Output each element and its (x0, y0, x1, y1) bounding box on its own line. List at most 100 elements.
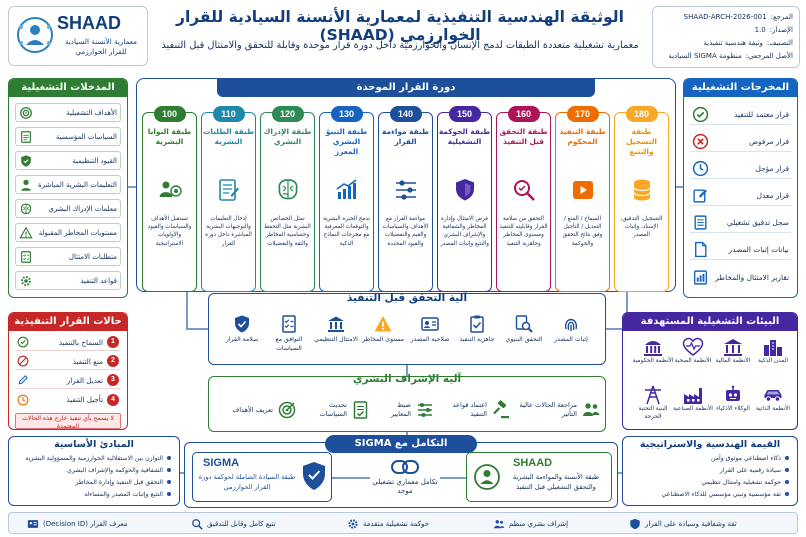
output-item: قرار معدل (690, 186, 791, 206)
sigma-integration-title: التكامل مع SIGMA (325, 435, 477, 453)
layer-description: إدخال التعليمات والتوجيهات البشرية المبا… (205, 216, 252, 247)
play-icon (572, 181, 593, 199)
robot-icon (726, 385, 740, 401)
input-item-label: التعليمات البشرية المباشرة (38, 180, 117, 189)
form-icon (218, 179, 239, 201)
layer-card: 100 طبقة النوايا البشرية تستقبل الأهداف … (142, 106, 197, 292)
meta-ref-label: المرجع: (770, 13, 793, 21)
layer-name: طبقة التحقق قبل التنفيذ (499, 127, 548, 146)
pre-execution-panel: آلية التحقق قبل التنفيذ سلامة القرار الت… (208, 292, 606, 365)
state-item-label: تأجيل التنفيذ (66, 395, 103, 404)
meta-origin-value: منظومة SIGMA السيادية (668, 52, 742, 60)
brand-tagline: معمارية الأنسنة السيادية للقرار الخوارزم… (64, 37, 138, 56)
input-item-label: قواعد التنفيذ (80, 276, 117, 285)
verification-item-label: إثبات المصدر (554, 336, 588, 343)
sigma-name: SIGMA (203, 457, 240, 469)
environment-item: الوكلاء الأذكياء (713, 385, 753, 431)
people-icon (493, 520, 505, 529)
shaad-logo-icon (17, 17, 53, 53)
gear-icon (348, 519, 358, 529)
layer-number: 160 (507, 106, 540, 122)
shield-icon (455, 179, 474, 201)
output-item-label: سجل تدقيق تشغيلي (726, 218, 789, 227)
state-number: 3 (107, 374, 119, 386)
environment-label: الأنظمة الذاتية (755, 406, 791, 412)
principle-item: الشفافية والحوكمة والإشراف البشري (15, 466, 171, 476)
verification-item-label: سلامة القرار (225, 336, 259, 343)
footer-bar: معرف القرار (Decision ID) تتبع كامل وقاب… (8, 512, 798, 534)
footer-item-label: معرف القرار (Decision ID) (43, 520, 128, 528)
state-item: تأجيل التنفيذ 4 (15, 391, 121, 408)
layer-card: 140 طبقة مواءمة القرار مواءمة القرار مع … (378, 106, 433, 292)
heartbeat-icon (682, 337, 704, 356)
layer-description: تستقبل الأهداف والسياسات والقيود والأولو… (147, 216, 192, 247)
x-circle-icon (692, 133, 709, 150)
meta-origin-label: الأصل المرجعي: (745, 52, 793, 60)
input-item-label: مستويات المخاطر المقبولة (38, 228, 117, 237)
principles-panel: المبادئ الأساسية التوازن بين الاستقلالية… (8, 436, 180, 506)
brand-logo-box: SHAAD معمارية الأنسنة السيادية للقرار ال… (8, 6, 148, 66)
output-item-label: قرار معتمد للتنفيذ (734, 110, 789, 119)
footer-item-label: تتبع كامل وقابل للتدقيق (207, 520, 276, 528)
page-subtitle: معمارية تشغيلية متعددة الطبقات لدمج الإن… (161, 40, 639, 51)
input-item: السياسات المؤسسية (15, 127, 121, 146)
person-icon (21, 179, 31, 191)
ban-icon (17, 355, 29, 367)
brain-icon (20, 203, 32, 214)
layer-card: 120 طبقة الإدراك البشري تمثل الخصائص الب… (260, 106, 315, 292)
people-icon (583, 403, 600, 416)
output-item-label: قرار معدل (756, 191, 789, 200)
values-panel: القيمة الهندسية والاستراتيجية ذكاء اصطنا… (622, 436, 798, 506)
connector-line (440, 477, 466, 479)
page-title: الوثيقة الهندسية التنفيذية لمعمارية الأن… (176, 8, 624, 44)
output-item-label: بيانات إثبات المصدر (728, 245, 790, 254)
shaad-card: SHAAD طبقة الأنسنة والمواءمة البشرية وال… (466, 452, 612, 502)
oversight-item: ضبط المعايير (375, 393, 435, 427)
search-icon (513, 180, 535, 201)
sigma-card: SIGMA طبقة السيادة الشاملة لحوكمة دورة ا… (192, 452, 332, 502)
layer-name: طبقة مواءمة القرار (382, 127, 429, 146)
checklist-icon (282, 315, 296, 333)
oversight-item-label: مراجعة الحالات عالية التأثير (519, 401, 577, 418)
factory-icon (684, 388, 702, 404)
principles-title: المبادئ الأساسية (54, 439, 134, 450)
inputs-title: المدخلات التشغيلية (9, 79, 127, 97)
layer-card: 110 طبقة الطلبات البشرية إدخال التعليمات… (201, 106, 256, 292)
input-item-label: السياسات المؤسسية (55, 132, 117, 141)
output-item: قرار مؤجل (690, 159, 791, 179)
connector-line (676, 186, 683, 188)
input-item-label: القيود التنظيمية (72, 156, 117, 165)
layer-description: تدمج الخبرة البشرية والتوقعات المعرفية م… (323, 216, 370, 247)
value-item: سيادة رقمية على القرار (629, 466, 789, 476)
sliders-icon (418, 403, 432, 417)
value-item: ذكاء اصطناعي موثوق وآمن (629, 454, 789, 464)
connector-line (606, 328, 626, 330)
value-item: ثقة مؤسسية وتبني مؤسسي للذكاء الاصطناعي (629, 490, 789, 500)
layer-description: فرض الامتثال وإدارة المخاطر والشفافية وا… (439, 216, 489, 247)
target-icon (278, 401, 296, 419)
sigma-description: طبقة السيادة الشاملة لحوكمة دورة القرار … (198, 473, 296, 491)
verification-item: جاهزية التنفيذ (456, 314, 498, 362)
edit-icon (18, 375, 28, 385)
environment-item: المدن الذكية (753, 337, 793, 383)
outputs-panel: المخرجات التشغيلية قرار معتمد للتنفيذ قر… (683, 78, 798, 298)
footer-item-label: إشراف بشري منظم (509, 520, 569, 528)
environment-label: الأنظمة الصناعية (673, 406, 713, 412)
verification-item-label: الامتثال التنظيمي (314, 336, 358, 343)
verification-item-label: مستوى المخاطر (361, 336, 405, 343)
id-card-icon (421, 317, 439, 331)
layer-description: تمثل الخصائص البشرية مثل التحفظ وحساسية … (264, 216, 311, 247)
verification-item-label: صلاحية المصدر (410, 336, 450, 343)
oversight-item: اعتماد قواعد التنفيذ (439, 393, 511, 427)
output-item: سجل تدقيق تشغيلي (690, 213, 791, 233)
layer-number: 140 (389, 106, 422, 122)
decision-states-title: حالات القرار التنفيذية (9, 313, 127, 331)
warning-icon (19, 226, 33, 238)
footer-item: ثقة وشفافية وسيادة على القرار (629, 517, 737, 531)
footer-item: تتبع كامل وقابل للتدقيق (191, 517, 276, 531)
gavel-icon (493, 400, 509, 419)
shield-check-icon (21, 154, 31, 167)
check-circle-icon (692, 106, 709, 123)
input-item: قواعد التنفيذ (15, 271, 121, 290)
human-oversight-title: آلية الإشراف البشري (352, 373, 462, 385)
